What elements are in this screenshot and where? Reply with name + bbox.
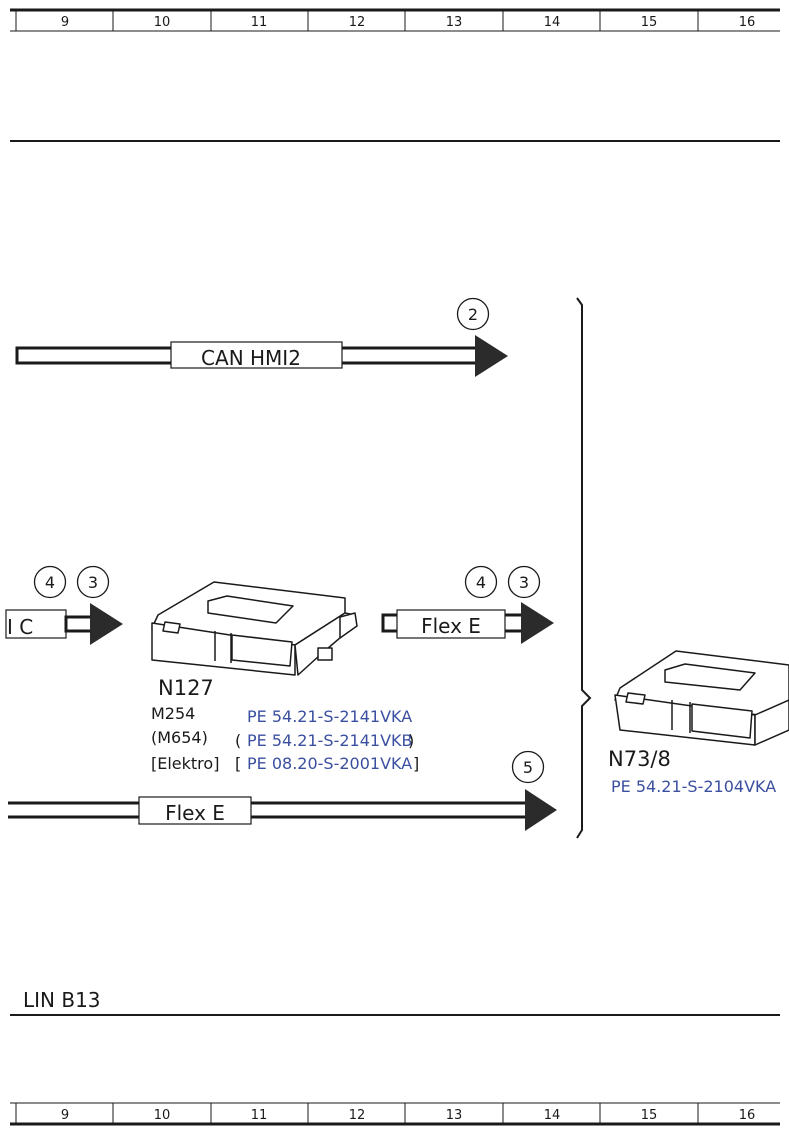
group-bracket bbox=[576, 297, 592, 839]
callout-right-3: 3 bbox=[507, 565, 541, 599]
svg-text:2: 2 bbox=[468, 305, 478, 324]
n127-paren-close: ) bbox=[408, 731, 414, 750]
n127-paren-open: ( bbox=[235, 731, 241, 750]
n73-name: N73/8 bbox=[608, 747, 671, 771]
n127-bracket-open: [ bbox=[235, 754, 241, 773]
n127-bracket-close: ] bbox=[413, 754, 419, 773]
top-ruler: 9 10 11 12 13 14 15 16 bbox=[10, 8, 780, 32]
bottom-ruler-col-12: 12 bbox=[349, 1108, 366, 1123]
flex-e-lower-bus: Flex E bbox=[8, 789, 557, 831]
n73-ref[interactable]: PE 54.21-S-2104VKA bbox=[611, 777, 776, 796]
callout-right-4: 4 bbox=[464, 565, 498, 599]
n127-ref-elektro[interactable]: PE 08.20-S-2001VKA bbox=[247, 754, 412, 773]
bottom-ruler-col-9: 9 bbox=[61, 1108, 69, 1123]
hmi-c-label: I C bbox=[7, 615, 33, 639]
flex-e-upper-label: Flex E bbox=[421, 614, 481, 638]
n127-variant-m254: M254 bbox=[151, 704, 195, 723]
bottom-ruler-col-13: 13 bbox=[446, 1108, 463, 1123]
n127-name: N127 bbox=[158, 676, 214, 700]
svg-text:3: 3 bbox=[519, 573, 529, 592]
callout-2: 2 bbox=[456, 297, 490, 331]
hmi-c-bus: I C bbox=[5, 603, 123, 645]
n127-ref-m254[interactable]: PE 54.21-S-2141VKA bbox=[247, 707, 412, 726]
svg-text:4: 4 bbox=[45, 573, 55, 592]
can-hmi2-label: CAN HMI2 bbox=[201, 346, 301, 370]
module-n127-graphic bbox=[151, 581, 358, 676]
bottom-ruler-col-10: 10 bbox=[154, 1108, 171, 1123]
ruler-col-13: 13 bbox=[446, 15, 463, 30]
flex-e-lower-label: Flex E bbox=[165, 801, 225, 825]
ruler-col-14: 14 bbox=[544, 15, 561, 30]
bottom-ruler-col-15: 15 bbox=[641, 1108, 658, 1123]
svg-text:3: 3 bbox=[88, 573, 98, 592]
bottom-ruler-col-14: 14 bbox=[544, 1108, 561, 1123]
ruler-col-12: 12 bbox=[349, 15, 366, 30]
module-n73-graphic bbox=[614, 650, 789, 746]
n127-variant-m654: (M654) bbox=[151, 728, 208, 747]
n127-ref-m654[interactable]: PE 54.21-S-2141VKB bbox=[247, 731, 412, 750]
ruler-col-11: 11 bbox=[251, 15, 268, 30]
svg-text:4: 4 bbox=[476, 573, 486, 592]
callout-left-4: 4 bbox=[33, 565, 67, 599]
bottom-ruler-col-16: 16 bbox=[739, 1108, 756, 1123]
can-hmi2-bus: CAN HMI2 bbox=[15, 335, 508, 377]
n127-variant-elektro: [Elektro] bbox=[151, 754, 219, 773]
lin-b13-label: LIN B13 bbox=[23, 988, 101, 1012]
ruler-col-16: 16 bbox=[739, 15, 756, 30]
ruler-col-9: 9 bbox=[61, 15, 69, 30]
bottom-ruler: 9 10 11 12 13 14 15 16 bbox=[10, 1102, 780, 1126]
module-n127-labels: N127 M254 PE 54.21-S-2141VKA (M654) ( PE… bbox=[151, 676, 419, 773]
flex-e-upper-bus: Flex E bbox=[381, 602, 554, 644]
bottom-ruler-col-11: 11 bbox=[251, 1108, 268, 1123]
callout-5: 5 bbox=[511, 750, 545, 784]
callout-left-3: 3 bbox=[76, 565, 110, 599]
ruler-col-10: 10 bbox=[154, 15, 171, 30]
svg-text:5: 5 bbox=[523, 758, 533, 777]
ruler-col-15: 15 bbox=[641, 15, 658, 30]
